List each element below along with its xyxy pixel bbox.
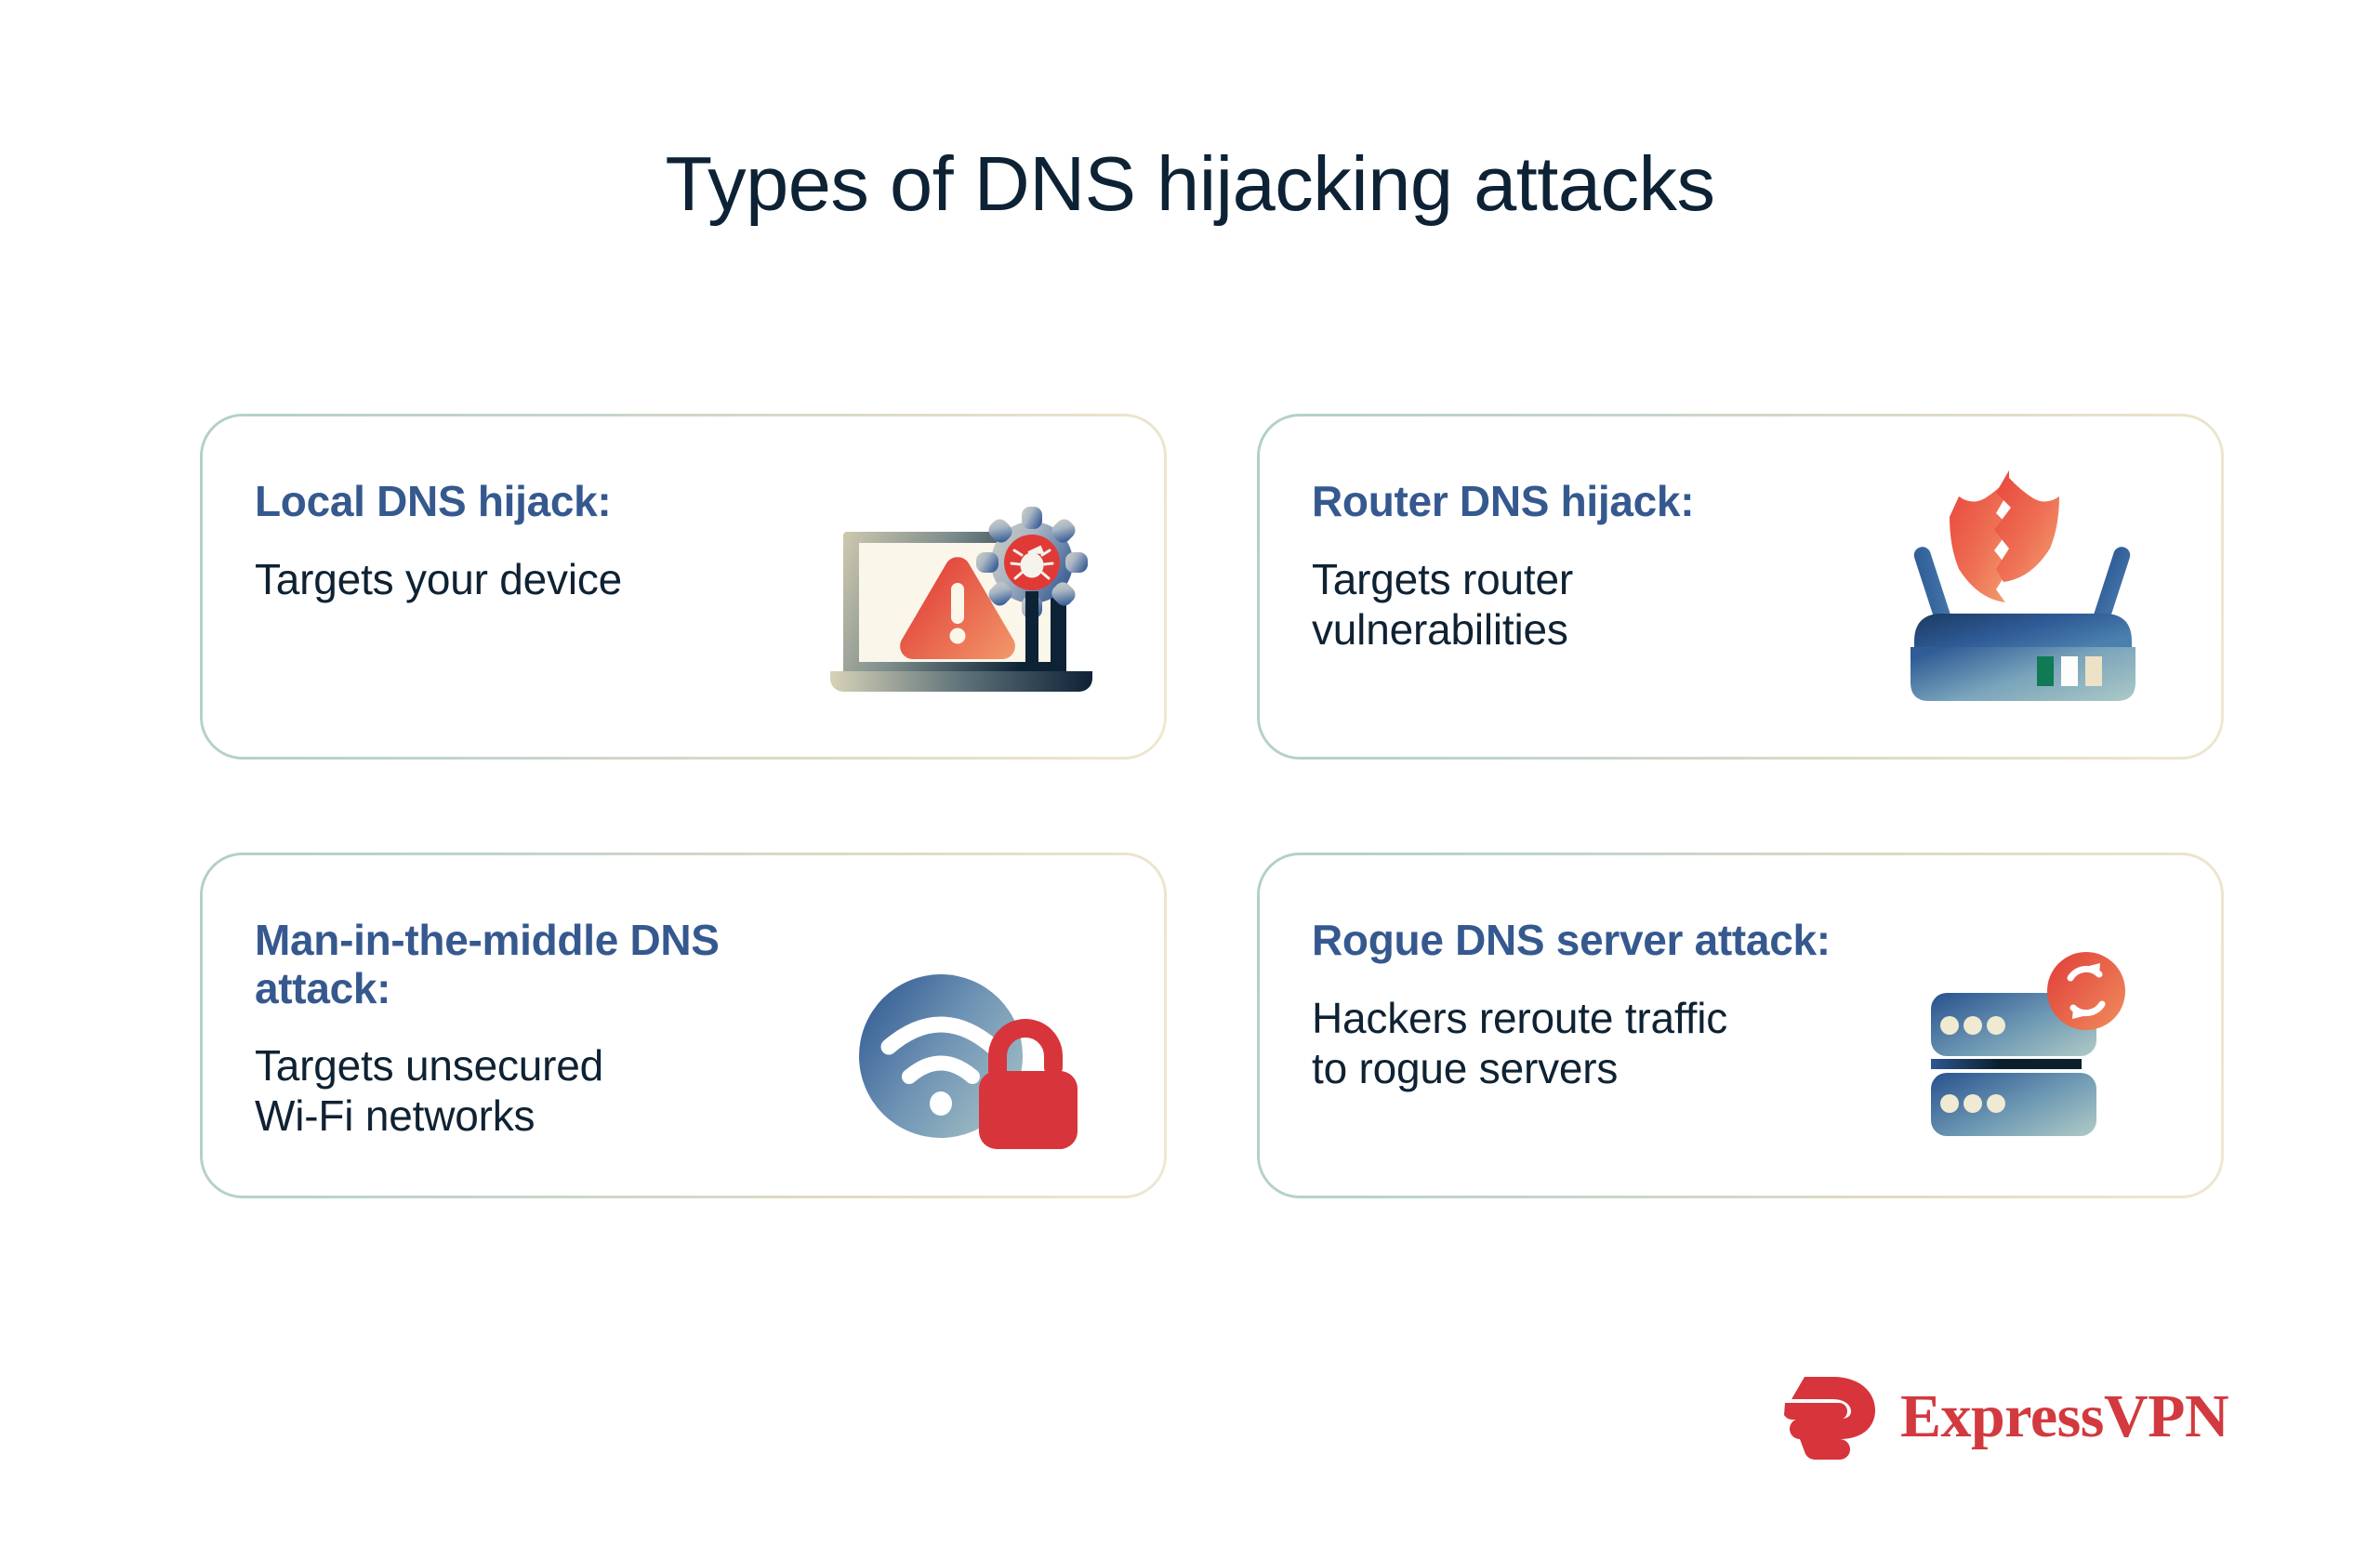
- card-inner: Local DNS hijack: Targets your device: [203, 416, 1164, 757]
- expressvpn-e-logo-icon: [1779, 1374, 1880, 1461]
- card-inner: Man-in-the-middle DNS attack: Targets un…: [203, 855, 1164, 1196]
- card-heading: Router DNS hijack:: [1312, 477, 1695, 525]
- card-inner: Rogue DNS server attack: Hackers reroute…: [1260, 855, 2221, 1196]
- page-title: Types of DNS hijacking attacks: [665, 140, 1715, 227]
- card-text-block: Rogue DNS server attack: Hackers reroute…: [1312, 916, 1907, 1093]
- card-body: Hackers reroute traffic to rogue servers: [1312, 993, 1728, 1092]
- card-heading: Man-in-the-middle DNS attack:: [255, 916, 720, 1012]
- laptop-warning-bug-gear-icon: [822, 489, 1101, 703]
- card-rogue-dns-server-attack: Rogue DNS server attack: Hackers reroute…: [1257, 853, 2224, 1198]
- card-router-dns-hijack: Router DNS hijack: Targets router vulner…: [1257, 414, 2224, 760]
- card-body: Targets your device: [255, 554, 623, 603]
- server-stack-sync-icon: [1931, 952, 2154, 1175]
- card-heading: Local DNS hijack:: [255, 477, 612, 525]
- card-body: Targets router vulnerabilities: [1312, 554, 1573, 654]
- router-broken-shield-icon: [1907, 459, 2139, 710]
- card-local-dns-hijack: Local DNS hijack: Targets your device: [200, 414, 1167, 760]
- card-inner: Router DNS hijack: Targets router vulner…: [1260, 416, 2221, 757]
- card-man-in-the-middle-dns-attack: Man-in-the-middle DNS attack: Targets un…: [200, 853, 1167, 1198]
- card-body: Targets unsecured Wi-Fi networks: [255, 1041, 604, 1141]
- wifi-open-padlock-icon: [855, 974, 1088, 1179]
- card-text-block: Man-in-the-middle DNS attack: Targets un…: [255, 916, 850, 1142]
- card-text-block: Router DNS hijack: Targets router vulner…: [1312, 477, 1907, 654]
- card-text-block: Local DNS hijack: Targets your device: [255, 477, 850, 604]
- expressvpn-wordmark: ExpressVPN: [1900, 1382, 2229, 1450]
- expressvpn-logo: ExpressVPN: [1779, 1374, 2229, 1461]
- card-heading: Rogue DNS server attack:: [1312, 916, 1831, 964]
